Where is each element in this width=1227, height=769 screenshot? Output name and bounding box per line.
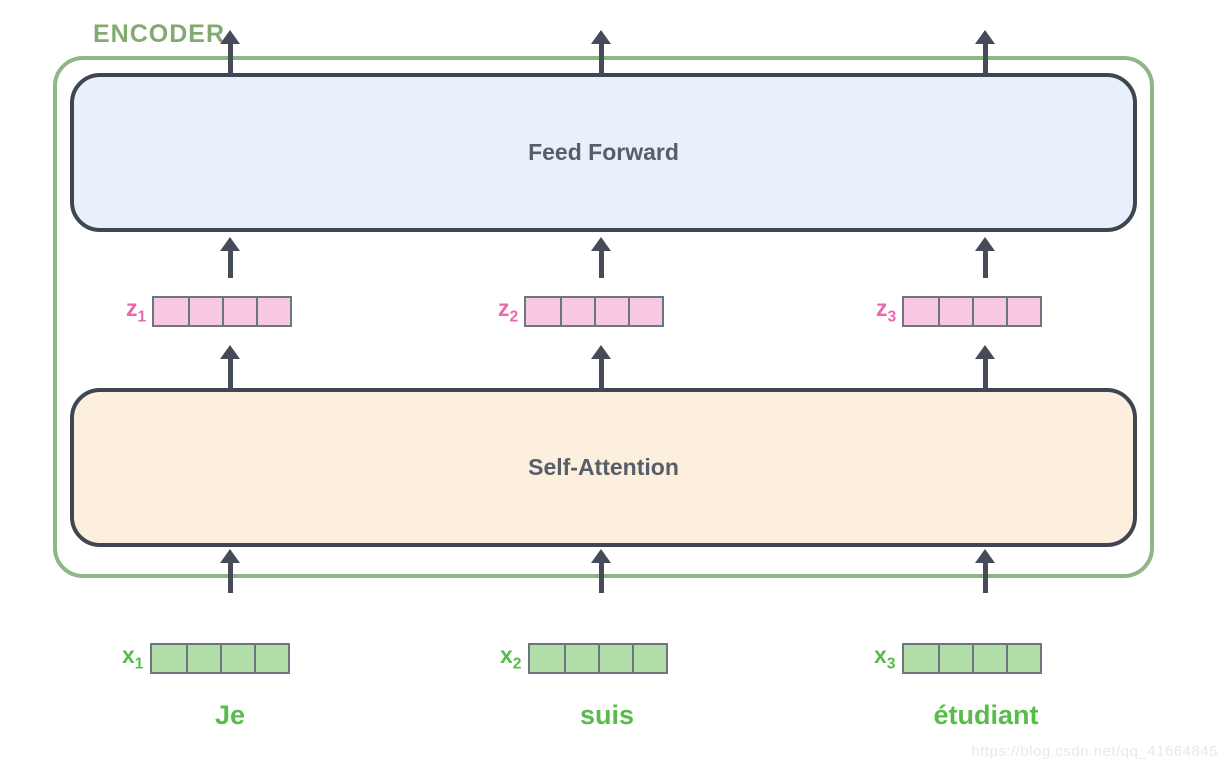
arrow-up-icon (220, 237, 240, 278)
x3-cells (901, 643, 1042, 674)
arrow-up-icon (591, 30, 611, 75)
z-vector-3: z3 (876, 295, 1043, 327)
x1-cells (149, 643, 290, 674)
arrow-up-icon (591, 345, 611, 390)
z1-cells (152, 296, 293, 327)
arrow-up-icon (220, 30, 240, 75)
x-vector-3: x3 (874, 643, 1042, 674)
z-vector-2: z2 (498, 295, 665, 327)
input-word-1: Je (214, 700, 246, 730)
arrow-up-icon (975, 345, 995, 390)
arrow-up-icon (975, 549, 995, 593)
z3-cells (902, 296, 1043, 327)
z2-cells (524, 296, 665, 327)
csdn-watermark: https://blog.csdn.net/qq_41664845 (971, 743, 1218, 760)
feed-forward-block: Feed Forward (70, 73, 1137, 232)
arrow-up-icon (591, 237, 611, 278)
arrow-up-icon (975, 30, 995, 75)
arrow-up-icon (220, 549, 240, 593)
x2-cells (527, 643, 668, 674)
self-attention-block: Self-Attention (70, 388, 1137, 547)
x2-label: x2 (500, 642, 522, 673)
z2-label: z2 (498, 295, 519, 326)
x-vector-2: x2 (500, 643, 668, 674)
x-vector-1: x1 (122, 643, 290, 674)
z1-label: z1 (126, 295, 147, 326)
encoder-title: ENCODER (93, 20, 226, 48)
z3-label: z3 (876, 295, 897, 326)
input-word-3: étudiant (933, 700, 1039, 730)
x3-label: x3 (874, 642, 896, 673)
arrow-up-icon (220, 345, 240, 390)
arrow-up-icon (975, 237, 995, 278)
feed-forward-label: Feed Forward (528, 139, 679, 165)
x1-label: x1 (122, 642, 144, 673)
encoder-outline (53, 56, 1154, 578)
self-attention-label: Self-Attention (528, 454, 679, 480)
arrow-up-icon (591, 549, 611, 593)
z-vector-1: z1 (126, 295, 293, 327)
input-word-2: suis (579, 700, 635, 730)
